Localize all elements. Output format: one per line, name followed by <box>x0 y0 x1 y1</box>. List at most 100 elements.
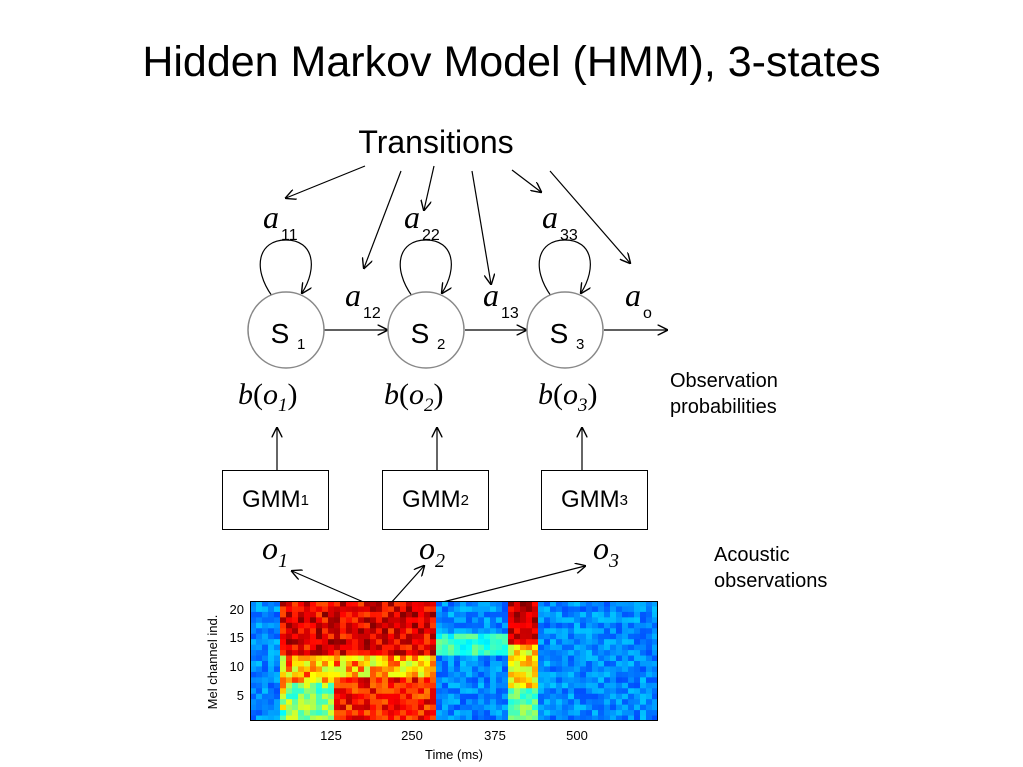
spectrogram-cell <box>346 628 353 635</box>
spectrogram-cell <box>622 677 629 684</box>
spectrogram-cell <box>550 671 557 678</box>
spectrogram-cell <box>358 671 365 678</box>
spectrogram-cell <box>436 715 443 721</box>
spectrogram-cell <box>406 655 413 662</box>
spectrogram-cell <box>508 671 515 678</box>
spectrogram-cell <box>334 661 341 668</box>
spectrogram-cell <box>622 650 629 657</box>
spectrogram-cell <box>364 682 371 689</box>
spectrogram-cell <box>466 650 473 657</box>
spectrogram-cell <box>550 611 557 618</box>
spectrogram-cell <box>400 677 407 684</box>
spectrogram-cell <box>640 633 647 640</box>
spectrogram-cell <box>610 655 617 662</box>
spectrogram-cell <box>550 682 557 689</box>
spectrogram-cell <box>502 704 509 711</box>
spectrogram-cell <box>400 682 407 689</box>
spectrogram-cell <box>616 655 623 662</box>
spectrogram-cell <box>574 661 581 668</box>
spectrogram-cell <box>400 639 407 646</box>
spectrogram-cell <box>466 666 473 673</box>
spectrogram-cell <box>304 639 311 646</box>
spectrogram-cell <box>310 704 317 711</box>
spectrogram-cell <box>484 639 491 646</box>
spectrogram-cell <box>406 644 413 651</box>
spectrogram-cell <box>574 650 581 657</box>
spectrogram-cell <box>538 661 545 668</box>
spectrogram-cell <box>412 628 419 635</box>
spectrogram-cell <box>322 688 329 695</box>
spectrogram-cell <box>256 715 263 721</box>
spectrogram-cell <box>562 661 569 668</box>
spectrogram-cell <box>592 650 599 657</box>
spectrogram-cell <box>442 671 449 678</box>
spectrogram-cell <box>322 710 329 717</box>
spectrogram-cell <box>346 633 353 640</box>
spectrogram-cell <box>376 666 383 673</box>
spectrogram-cell <box>250 655 257 662</box>
spectrogram-cell <box>520 666 527 673</box>
spectrogram-cell <box>364 622 371 629</box>
spectrogram-cell <box>550 601 557 608</box>
spectrogram-cell <box>604 622 611 629</box>
spectrogram-cell <box>382 639 389 646</box>
spectrogram-cell <box>646 699 653 706</box>
spectrogram-cell <box>430 699 437 706</box>
spectrogram-cell <box>526 639 533 646</box>
spectrogram-cell <box>346 601 353 608</box>
spectrogram-cell <box>592 693 599 700</box>
spectrogram-cell <box>478 682 485 689</box>
spectrogram-cell <box>298 715 305 721</box>
spectrogram-cell <box>562 639 569 646</box>
spectrogram-cell <box>262 628 269 635</box>
spectrogram-cell <box>268 677 275 684</box>
spectrogram-cell <box>250 639 257 646</box>
spectrogram-cell <box>268 693 275 700</box>
spectrogram-cell <box>502 611 509 618</box>
spectrogram-cell <box>580 677 587 684</box>
spectrogram-cell <box>490 639 497 646</box>
spectrogram-cell <box>496 622 503 629</box>
spectrogram-cell <box>424 661 431 668</box>
spectrogram-cell <box>430 710 437 717</box>
spectrogram-cell <box>364 601 371 608</box>
spectrogram-cell <box>568 601 575 608</box>
spectrogram-cell <box>370 710 377 717</box>
spectrogram-cell <box>508 617 515 624</box>
spectrogram-cell <box>304 699 311 706</box>
spectrogram-cell <box>430 650 437 657</box>
spectrogram-cell <box>358 633 365 640</box>
spectrogram-cell <box>382 693 389 700</box>
spectrogram-cell <box>640 710 647 717</box>
spectrogram-cell <box>256 655 263 662</box>
spectrogram-cell <box>592 639 599 646</box>
spectrogram-cell <box>394 688 401 695</box>
spectrogram-cell <box>640 677 647 684</box>
spectrogram-cell <box>628 715 635 721</box>
spectrogram-cell <box>298 628 305 635</box>
spectrogram-cell <box>328 699 335 706</box>
spectrogram-cell <box>292 622 299 629</box>
spectrogram-cell <box>340 628 347 635</box>
spectrogram-cell <box>556 644 563 651</box>
spectrogram-cell <box>448 644 455 651</box>
spectrogram-cell <box>550 639 557 646</box>
spectrogram-cell <box>406 661 413 668</box>
spectrogram-cell <box>592 682 599 689</box>
spectrogram-cell <box>352 644 359 651</box>
spectrogram-cell <box>622 666 629 673</box>
spectrogram-cell <box>388 666 395 673</box>
svg-text:a: a <box>542 199 558 235</box>
spectrogram-cell <box>388 601 395 608</box>
spectrogram-cell <box>334 699 341 706</box>
spectrogram-cell <box>334 655 341 662</box>
spectrogram-cell <box>436 710 443 717</box>
spectrogram-cell <box>490 704 497 711</box>
spectrogram-cell <box>454 710 461 717</box>
pointer-arrow-ao <box>549 170 630 263</box>
spectrogram-cell <box>484 601 491 608</box>
spectrogram-cell <box>466 699 473 706</box>
spectrogram-cell <box>322 715 329 721</box>
spectrogram-cell <box>616 699 623 706</box>
spectrogram-cell <box>256 688 263 695</box>
